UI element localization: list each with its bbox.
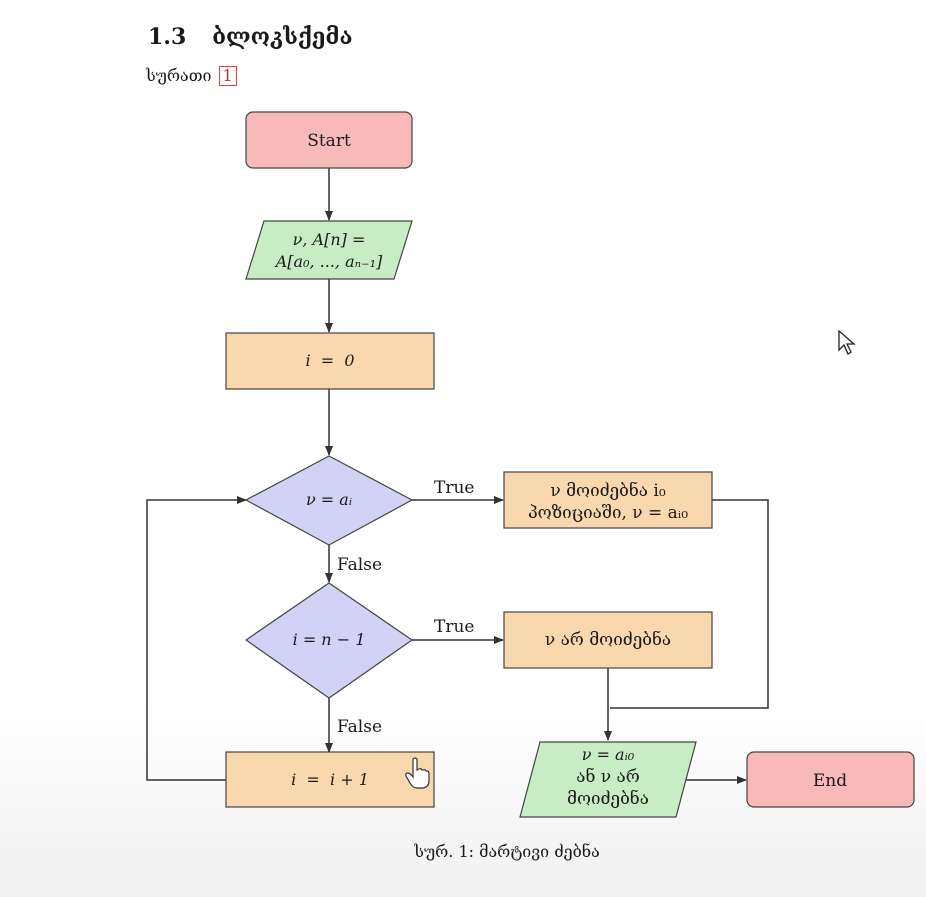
node-input-line2: A[a₀, ..., aₙ₋₁] bbox=[274, 252, 383, 271]
node-output-line3: მოიძებნა bbox=[567, 789, 649, 809]
node-found-line1: ν მოიძებნა i₀ bbox=[550, 481, 665, 501]
label-cond1-false: False bbox=[337, 555, 382, 575]
edge-found-output bbox=[610, 499, 769, 709]
node-cond2-label: i = n − 1 bbox=[293, 630, 366, 649]
edges bbox=[146, 168, 769, 784]
node-end-label: End bbox=[813, 771, 847, 791]
figure-reference: სურათი 1 bbox=[146, 66, 237, 86]
label-cond2-false: False bbox=[337, 717, 382, 737]
node-found: ν მოიძებნა i₀ პოზიციაში, ν = aᵢ₀ bbox=[503, 471, 713, 529]
mouse-pointer-icon bbox=[838, 330, 856, 355]
node-init: i = 0 bbox=[225, 332, 435, 390]
node-notfound: ν არ მოიძებნა bbox=[503, 611, 713, 669]
node-increment: i = i + 1 bbox=[225, 751, 435, 808]
node-start-label: Start bbox=[307, 131, 351, 151]
node-input: ν, A[n] = A[a₀, ..., aₙ₋₁] bbox=[245, 220, 413, 280]
node-cond2: i = n − 1 bbox=[244, 582, 414, 699]
node-init-label: i = 0 bbox=[305, 351, 354, 370]
section-number: 1.3 bbox=[148, 24, 187, 50]
node-start: Start bbox=[245, 111, 413, 169]
edge-increment-loop bbox=[146, 496, 247, 781]
node-cond1: ν = aᵢ bbox=[244, 455, 414, 546]
label-cond2-true: True bbox=[434, 617, 474, 637]
node-increment-label: i = i + 1 bbox=[291, 770, 369, 789]
node-output: ν = aᵢ₀ ან ν არ მოიძებნა bbox=[519, 741, 697, 818]
node-input-line1: ν, A[n] = bbox=[293, 230, 366, 249]
figure-caption: სურ. 1: მარტივი ძებნა bbox=[0, 842, 926, 861]
section-title: ბლოკსქემა bbox=[212, 24, 353, 50]
node-output-line2: ან ν არ bbox=[576, 767, 639, 787]
figure-ref-prefix: სურათი bbox=[146, 66, 212, 85]
section-heading: 1.3 ბლოკსქემა bbox=[148, 24, 353, 50]
node-output-line1: ν = aᵢ₀ bbox=[582, 745, 635, 764]
figure-caption-text: სურ. 1: მარტივი ძებნა bbox=[414, 842, 600, 861]
hand-cursor-icon bbox=[405, 757, 430, 789]
node-found-line2: პოზიციაში, ν = aᵢ₀ bbox=[528, 503, 688, 523]
label-cond1-true: True bbox=[434, 478, 474, 498]
node-notfound-label: ν არ მოიძებნა bbox=[545, 630, 671, 650]
node-cond1-label: ν = aᵢ bbox=[306, 490, 352, 509]
node-end: End bbox=[746, 751, 915, 808]
figure-ref-link[interactable]: 1 bbox=[218, 66, 237, 86]
